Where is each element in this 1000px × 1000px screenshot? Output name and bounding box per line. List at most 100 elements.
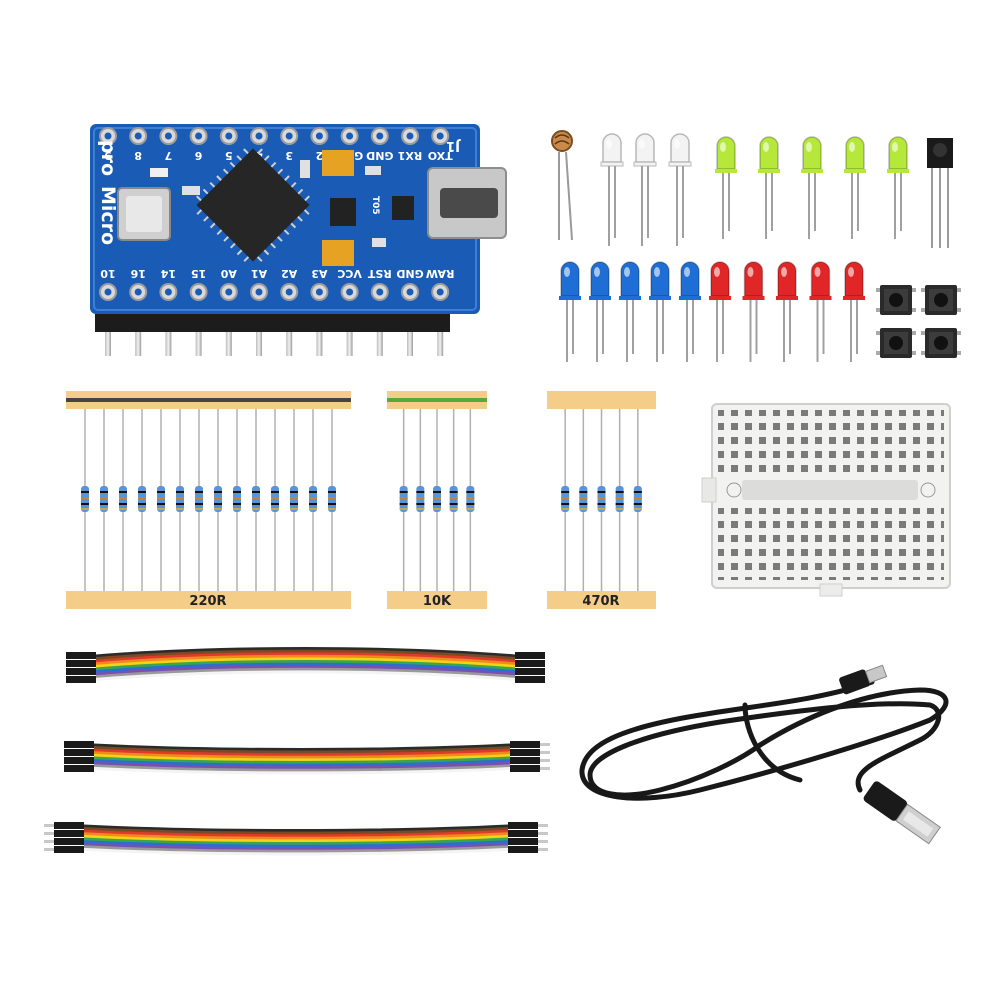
resistor [328, 409, 336, 591]
jumper-wire-bundles [44, 647, 550, 856]
green-led [844, 136, 866, 239]
bottom-pin-label: GND [396, 267, 423, 280]
board-name-micro: Micro [97, 186, 119, 245]
clear-leds [600, 133, 692, 246]
top-pin-label: 8 [134, 149, 142, 162]
mini-breadboard [701, 403, 951, 597]
bottom-pin-label: RST [367, 267, 391, 280]
resistor [157, 409, 165, 591]
resistor [561, 409, 570, 591]
pro-micro-board: 98765432GNDGNDRX1TXO 10161415A0A1A2A3VCC… [90, 124, 507, 356]
resistor-label-220r: 220R [189, 594, 226, 609]
push-buttons [876, 285, 961, 358]
resistor [271, 409, 279, 591]
resistor-label-10k: 10K [423, 594, 452, 609]
resistor [399, 409, 408, 591]
resistor [195, 409, 203, 591]
regulator [330, 198, 356, 226]
resistor [233, 409, 241, 591]
diode [392, 196, 414, 220]
blue-leds [559, 261, 701, 362]
green-led [801, 136, 823, 239]
top-pin-label: GND [366, 149, 393, 162]
blue-led [619, 261, 641, 362]
blue-led [589, 261, 611, 362]
bottom-pin-label: A2 [281, 267, 297, 280]
green-led [758, 136, 780, 239]
board-name-pro: pro [97, 140, 119, 176]
resistor-strip [387, 391, 487, 609]
usb-a-plug [863, 781, 941, 845]
tactile-button [921, 328, 961, 358]
resistor [449, 409, 458, 591]
red-led [776, 261, 798, 362]
usb-cable [579, 679, 949, 801]
resistor [433, 409, 441, 591]
clear-led [633, 133, 657, 246]
resistor [579, 409, 588, 591]
blue-led [559, 261, 581, 362]
top-pin-label: 9 [104, 149, 112, 162]
top-pin-label: 6 [194, 149, 202, 162]
top-pin-label: 2 [316, 149, 324, 162]
clear-led [600, 133, 624, 246]
red-led [809, 261, 832, 362]
top-pin-label: RX1 [398, 149, 423, 162]
jumper-bundle [44, 822, 548, 856]
bottom-pin-label: 16 [130, 267, 146, 280]
bottom-pin-label: A3 [311, 267, 327, 280]
green-led [887, 136, 909, 239]
resistor [615, 409, 624, 591]
clear-led [668, 133, 692, 246]
bottom-pin-label: 10 [100, 267, 116, 280]
capacitor-top [322, 150, 354, 176]
header-label: J1 [446, 138, 461, 153]
blue-led [679, 261, 701, 362]
bottom-pin-label: RAW [426, 267, 455, 280]
top-pads [99, 127, 450, 145]
tactile-button [876, 285, 916, 315]
bottom-pin-label: 15 [191, 267, 206, 280]
green-leds [715, 136, 909, 239]
resistor [466, 409, 475, 591]
ir-receiver [927, 138, 953, 248]
top-pin-label: 5 [225, 149, 233, 162]
bottom-pin-label: VCC [337, 267, 362, 280]
resistor-label-470r: 470R [582, 594, 619, 609]
resistor [176, 409, 184, 591]
resistor [416, 409, 425, 591]
bottom-pads [99, 283, 450, 301]
resistor [597, 409, 606, 591]
micro-usb-plug [839, 664, 888, 695]
resistor [290, 409, 298, 591]
resistor-strip [547, 391, 656, 609]
top-pin-label: 7 [165, 149, 173, 162]
red-led [709, 261, 731, 362]
mcu-chip [196, 148, 310, 262]
pin-header-strip [95, 310, 450, 332]
top-pin-label: 3 [285, 149, 293, 162]
green-led [715, 136, 737, 239]
resistor [138, 409, 146, 591]
red-leds [709, 261, 865, 362]
resistor [214, 409, 222, 591]
resistor-strips [66, 391, 656, 609]
resistor [100, 409, 108, 591]
resistor [309, 409, 317, 591]
chip-label: T05 [370, 196, 380, 215]
jumper-bundle [66, 647, 545, 683]
blue-led [649, 261, 671, 362]
jumper-bundle [64, 741, 550, 775]
capacitor-bottom [322, 240, 354, 266]
resistor-strip [66, 391, 351, 609]
top-pin-label: TXO [428, 149, 453, 162]
resistor [119, 409, 127, 591]
resistor [633, 409, 642, 591]
tactile-button [921, 285, 961, 315]
resistor [81, 409, 89, 591]
red-led [843, 261, 865, 362]
resistor [252, 409, 260, 591]
photoresistor [551, 130, 573, 241]
